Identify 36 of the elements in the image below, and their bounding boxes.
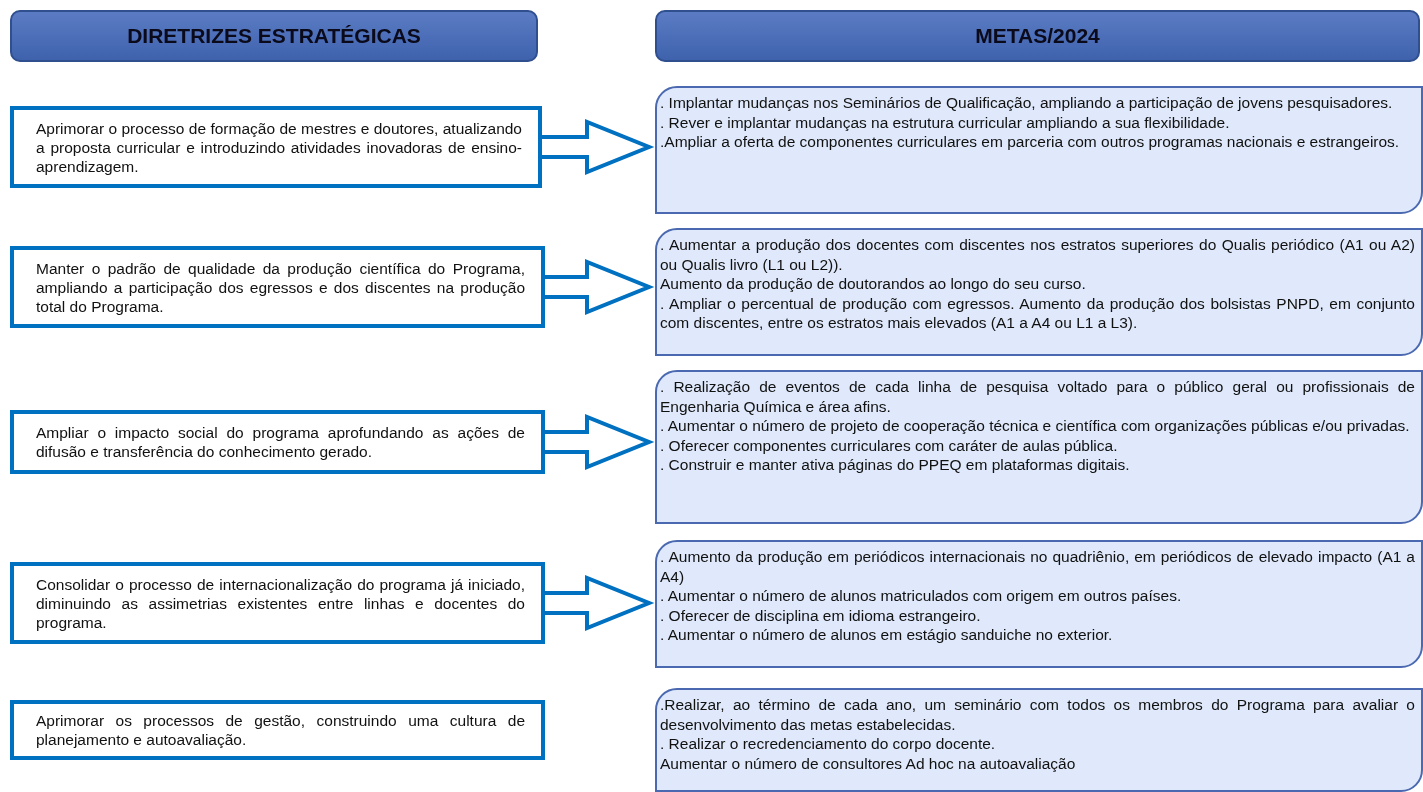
goal-text: . Construir e manter ativa páginas do PPEQ em plataformas digitais. <box>660 455 1131 475</box>
goal-text: . Oferecer de disciplina em idioma estrangeiro. <box>660 605 982 625</box>
header-banner <box>10 10 538 62</box>
guideline-text: Manter o padrão de qualidade da produção científica do Programa, ampliando a participação dos egressos e dos discentes na produção total do Programa. <box>36 258 525 316</box>
header-text: DIRETRIZES ESTRATÉGICAS <box>127 24 421 48</box>
guideline-box <box>10 562 545 644</box>
guideline-box <box>10 700 545 760</box>
goal-box <box>655 540 1423 668</box>
goal-text: . Realizar o recredenciamento do corpo docente. <box>660 734 997 754</box>
goal-text: .Ampliar a oferta de componentes curriculares em parceria com outros programas nacionais e estrangeiros. <box>660 132 1401 152</box>
guideline-text: Consolidar o processo de internacionalização do programa já iniciado, diminuindo as assimetrias existentes entre linhas e docentes do programa. <box>36 574 525 632</box>
goal-text: . Aumentar o número de projeto de cooperação técnica e científica com organizações públicas e/ou privadas. <box>660 416 1411 436</box>
goal-box <box>655 688 1423 792</box>
guideline-box <box>10 106 542 188</box>
goal-text: . Realização de eventos de cada linha de pesquisa voltado para o público geral ou profissionais de Engenharia Química e área afins. <box>660 377 1415 416</box>
goal-text: . Aumentar o número de alunos matriculados com origem em outros países. <box>660 586 1183 606</box>
goal-text: . Ampliar o percentual de produção com egressos. Aumento da produção dos bolsistas PNPD, em conjunto com discentes, entre os estratos mais elevados (A1 a A4 ou L1 a L3). <box>660 293 1415 333</box>
goal-box <box>655 370 1423 524</box>
goal-text: . Implantar mudanças nos Seminários de Qualificação, ampliando a participação de jovens pesquisadores. <box>660 93 1394 113</box>
goal-box <box>655 228 1423 356</box>
goal-text: . Aumentar a produção dos docentes com discentes nos estratos superiores do Qualis periódico (A1 ou A2) ou Qualis livro (L1 ou L2)). <box>660 235 1415 274</box>
goal-text: Aumento da produção de doutorandos ao longo do seu curso. <box>660 274 1087 294</box>
goal-box <box>655 86 1423 214</box>
header-text: METAS/2024 <box>975 24 1100 48</box>
goal-text: . Rever e implantar mudanças na estrutura curricular ampliando a sua flexibilidade. <box>660 112 1231 132</box>
guideline-text: Aprimorar o processo de formação de mestres e doutores, atualizando a proposta curricular e introduzindo atividades inovadoras de ensino- aprendizagem. <box>36 118 522 176</box>
guideline-box <box>10 246 545 328</box>
goal-text: .Realizar, ao término de cada ano, um seminário com todos os membros do Programa para avaliar o desenvolvimento das metas estabelecidas. <box>660 695 1415 734</box>
goal-text: . Aumento da produção em periódicos internacionais no quadriênio, em periódicos de elevado impacto (A1 a A4) <box>660 547 1415 586</box>
header-banner <box>655 10 1420 62</box>
goal-text: Aumentar o número de consultores Ad hoc na autoavaliação <box>660 753 1077 773</box>
goal-text: . Aumentar o número de alunos em estágio sanduiche no exterior. <box>660 625 1114 645</box>
guideline-box <box>10 410 545 474</box>
goal-text: . Oferecer componentes curriculares com caráter de aulas pública. <box>660 435 1119 455</box>
guideline-text: Ampliar o impacto social do programa aprofundando as ações de difusão e transferência do conhecimento gerado. <box>36 423 525 461</box>
guideline-text: Aprimorar os processos de gestão, construindo uma cultura de planejamento e autoavaliação. <box>36 711 525 749</box>
